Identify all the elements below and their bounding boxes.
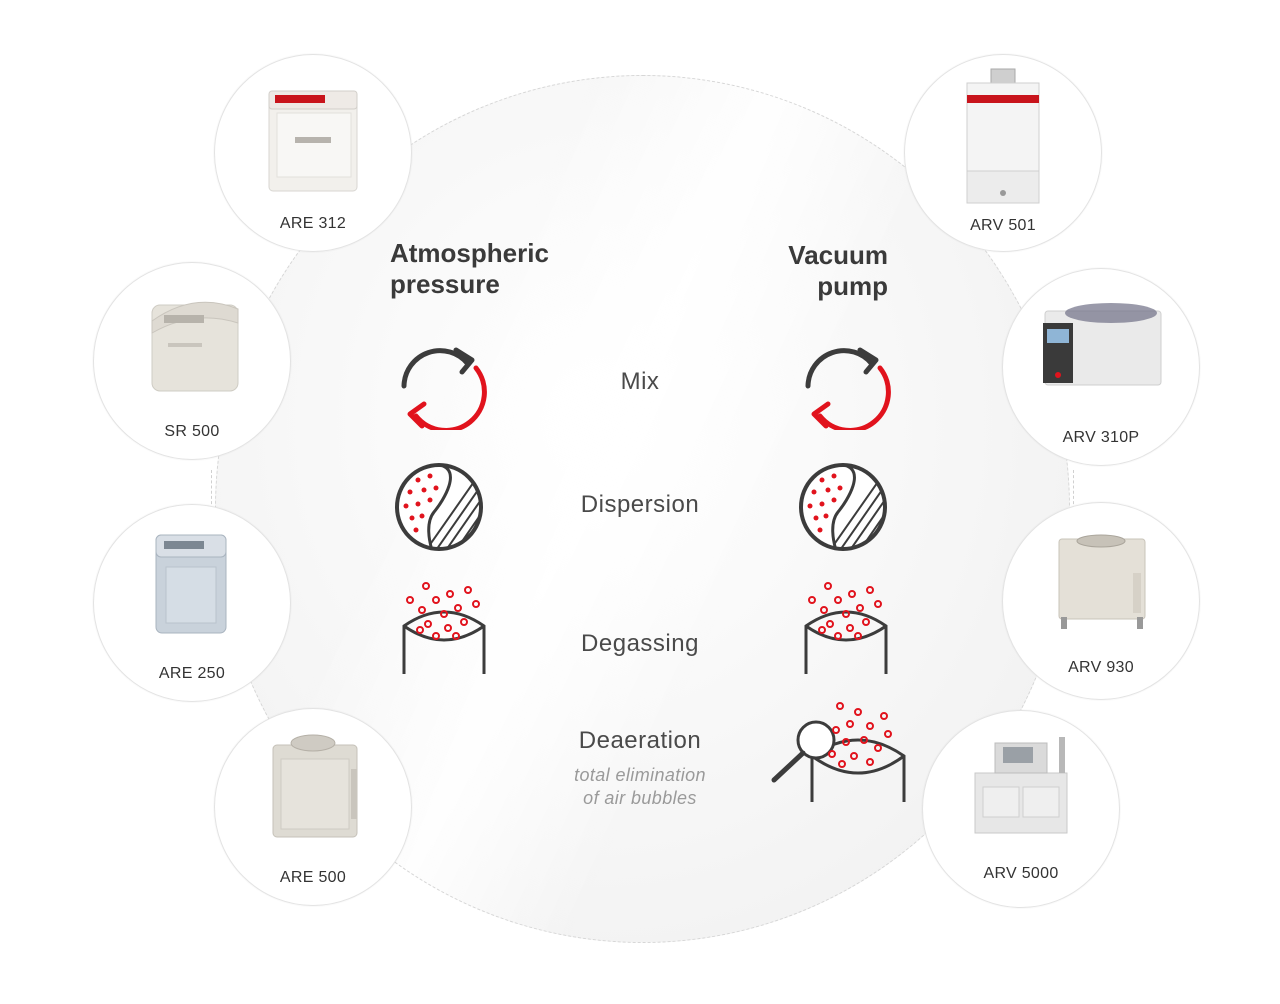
deaeration-icon-vacuum — [771, 702, 906, 802]
heading-atmospheric-pressure: Atmospheric pressure — [390, 238, 549, 300]
sr-500-image — [151, 301, 239, 392]
product-are-312[interactable]: ARE 312 — [214, 54, 412, 252]
are-250-image — [155, 534, 227, 634]
heading-atmospheric-line1: Atmospheric — [390, 238, 549, 268]
dispersion-icon-atmospheric — [395, 463, 483, 551]
product-name: ARE 500 — [279, 869, 347, 886]
product-are-500[interactable]: ARE 500 — [214, 708, 412, 906]
product-name: ARV 310P — [1062, 429, 1140, 446]
product-arv-930[interactable]: ARV 930 — [1002, 502, 1200, 700]
divider-line-right — [1073, 470, 1074, 530]
product-are-250[interactable]: ARE 250 — [93, 504, 291, 702]
dispersion-icon-vacuum — [799, 463, 887, 551]
product-name: ARV 501 — [970, 217, 1036, 234]
heading-vacuum-line2: pump — [817, 271, 888, 301]
product-sr-500[interactable]: SR 500 — [93, 262, 291, 460]
step-label-degassing: Degassing — [581, 630, 699, 657]
step-label-dispersion: Dispersion — [580, 491, 700, 518]
mix-icon-atmospheric — [401, 347, 487, 430]
are-500-image — [272, 734, 358, 838]
deaeration-subtitle-line2: of air bubbles — [583, 788, 697, 808]
arv-501-image — [966, 68, 1040, 204]
are-312-image — [268, 90, 358, 192]
deaeration-subtitle: total elimination of air bubbles — [540, 764, 740, 810]
product-name: ARV 5000 — [983, 865, 1059, 882]
heading-atmospheric-line2: pressure — [390, 269, 500, 299]
product-arv-310p[interactable]: ARV 310P — [1002, 268, 1200, 466]
product-name: SR 500 — [164, 423, 220, 440]
step-label-deaeration: Deaeration — [578, 727, 702, 754]
heading-vacuum-line1: Vacuum — [788, 240, 888, 270]
product-name: ARV 930 — [1068, 659, 1134, 676]
degassing-icon-vacuum — [804, 582, 888, 674]
degassing-icon-atmospheric — [402, 582, 486, 674]
divider-line-left — [211, 470, 212, 530]
product-arv-5000[interactable]: ARV 5000 — [922, 710, 1120, 908]
product-arv-501[interactable]: ARV 501 — [904, 54, 1102, 252]
mix-icon-vacuum — [805, 347, 891, 430]
heading-vacuum-pump: Vacuum pump — [788, 240, 888, 302]
product-name: ARE 250 — [158, 665, 226, 682]
deaeration-subtitle-line1: total elimination — [574, 765, 706, 785]
step-label-mix: Mix — [620, 368, 660, 395]
arv-5000-image — [974, 737, 1068, 834]
arv-930-image — [1058, 534, 1146, 629]
product-name: ARE 312 — [279, 215, 347, 232]
arv-310p-image — [1043, 303, 1162, 386]
